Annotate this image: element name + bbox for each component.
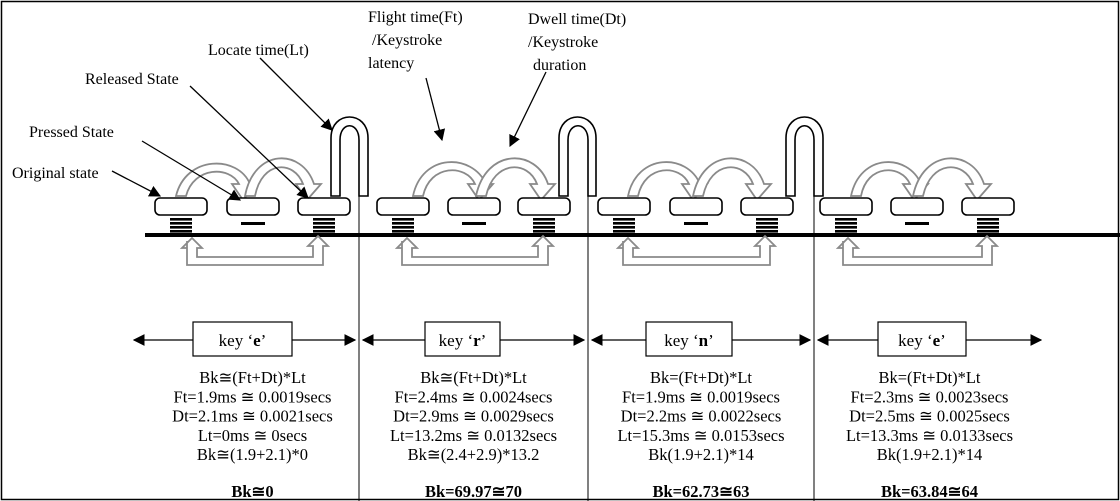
formula-line: Lt=13.2ms ≅ 0.0132secs <box>390 426 557 445</box>
formula-line: Dt=2.5ms ≅ 0.0025secs <box>849 407 1010 426</box>
formula-line: Bk≅(1.9+2.1)*0 <box>197 445 308 464</box>
formula-result: Bk=62.73≅63 <box>652 482 749 501</box>
locate-arch-3 <box>786 117 823 196</box>
keycap <box>377 198 429 233</box>
key-label: key ‘e’ <box>219 331 267 350</box>
locate-arch-1 <box>331 117 368 196</box>
formula-line: Lt=13.3ms ≅ 0.0133secs <box>846 426 1013 445</box>
return-arrow-2 <box>397 236 553 265</box>
keycap <box>227 198 279 225</box>
pointer-dwell <box>510 72 546 146</box>
formula-line: Bk(1.9+2.1)*14 <box>648 445 754 464</box>
keycap <box>670 198 722 225</box>
formula-result: Bk≅0 <box>231 482 273 501</box>
formula-line: Bk=(Ft+Dt)*Lt <box>878 368 980 387</box>
formula-line: Ft=2.4ms ≅ 0.0024secs <box>395 387 553 406</box>
keycaps <box>155 198 1014 233</box>
formula-line: Dt=2.1ms ≅ 0.0021secs <box>172 407 333 426</box>
formula-result: Bk=69.97≅70 <box>425 482 522 501</box>
flight-arrow-4b <box>913 158 991 200</box>
label-dwell-line-3: duration <box>533 57 586 74</box>
return-arrow-4 <box>838 236 997 265</box>
formula-line: Lt=0ms ≅ 0secs <box>198 426 307 445</box>
keycap <box>891 198 943 225</box>
formula-line: Lt=15.3ms ≅ 0.0153secs <box>617 426 784 445</box>
formula-line: Ft=1.9ms ≅ 0.0019secs <box>174 387 332 406</box>
keycap <box>598 198 650 233</box>
label-original-state: Original state <box>12 165 99 182</box>
keycap <box>741 198 793 233</box>
label-dwell-line-1: Dwell time(Dt) <box>528 11 626 28</box>
formula-line: Bk≅(2.4+2.9)*13.2 <box>408 445 540 464</box>
label-released-state: Released State <box>85 71 179 88</box>
keycap <box>155 198 207 233</box>
keycap <box>962 198 1014 233</box>
key-label: key ‘n’ <box>664 331 714 350</box>
return-arrow-3 <box>618 236 775 265</box>
formula-line: Dt=2.2ms ≅ 0.0022secs <box>621 407 782 426</box>
formula-result: Bk=63.84≅64 <box>881 482 978 501</box>
label-flight-line-3: latency <box>368 55 414 72</box>
pointer-locate <box>260 58 332 130</box>
pointer-flight <box>426 78 442 140</box>
label-flight-line-2: /Keystroke <box>372 32 442 49</box>
return-arrow-1 <box>182 236 328 265</box>
formula-line: Dt=2.9ms ≅ 0.0029secs <box>393 407 554 426</box>
formula-line: Bk≅(Ft+Dt)*Lt <box>199 368 306 387</box>
keycap <box>820 198 872 233</box>
label-dwell-line-2: /Keystroke <box>528 34 598 51</box>
keycap <box>518 198 570 233</box>
formula-line: Bk≅(Ft+Dt)*Lt <box>420 368 527 387</box>
flight-arrow-3b <box>693 158 771 200</box>
flight-arrow-1b <box>245 158 321 200</box>
key-label: key ‘e’ <box>898 331 946 350</box>
key-label: key ‘r’ <box>439 331 487 350</box>
label-flight-line-1: Flight time(Ft) <box>368 9 463 26</box>
keycap <box>448 198 500 225</box>
formula-line: Ft=2.3ms ≅ 0.0023secs <box>851 387 1009 406</box>
locate-arch-2 <box>559 117 596 196</box>
pointer-original <box>112 171 160 196</box>
formula-line: Ft=1.9ms ≅ 0.0019secs <box>622 387 780 406</box>
formula-line: Bk=(Ft+Dt)*Lt <box>650 368 752 387</box>
formula-line: Bk(1.9+2.1)*14 <box>877 445 983 464</box>
label-pressed-state: Pressed State <box>29 124 114 141</box>
label-locate-time: Locate time(Lt) <box>208 42 309 59</box>
flight-arrow-2b <box>476 158 555 200</box>
keycap <box>298 198 350 233</box>
